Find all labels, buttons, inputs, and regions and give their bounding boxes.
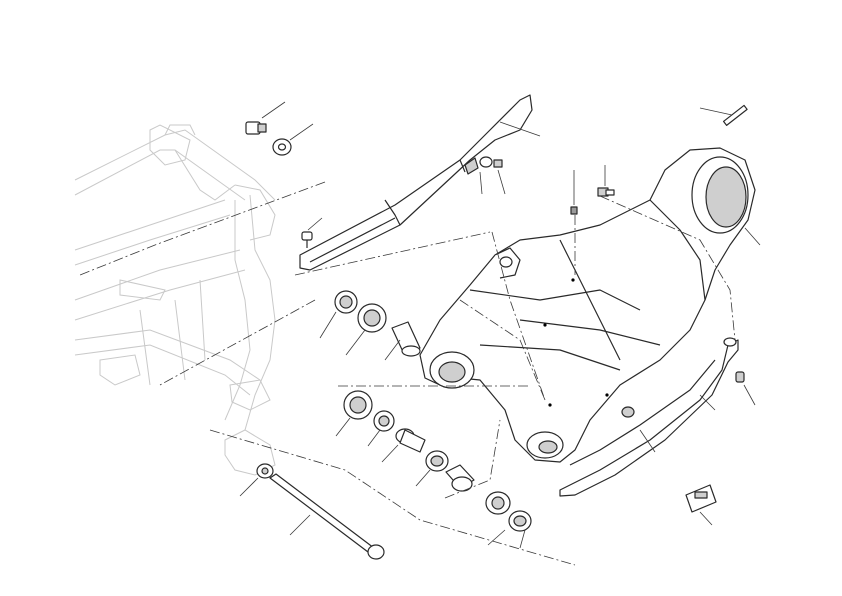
callout-leaders [239,101,761,549]
washer-chain-guard [479,156,503,168]
screw-right [735,371,745,383]
spacer-upper [391,321,421,357]
chain-slider [559,337,739,497]
bolt-mid-right [597,187,615,197]
bearing-lower-1 [343,390,373,420]
sleeve-lower [445,464,475,492]
bolt-top-left [245,121,267,135]
assembly-lines [79,181,736,566]
seal-lower-2 [508,510,532,532]
seal-lower-1 [425,450,449,472]
grease-nipple [570,206,578,215]
chain-guard [299,94,533,271]
bearing-lower-3 [485,491,511,515]
bushing-lower [395,428,426,453]
frame-ghost [74,124,276,476]
washer-top-left [272,138,292,156]
pivot-shaft [256,463,385,560]
bearing-lower-2 [373,410,395,432]
bearing-upper-2 [357,303,387,333]
bearing-upper-1 [334,290,358,314]
screw-top-right [722,104,748,126]
screw-chain-guard [301,231,313,248]
plug-small [621,406,635,418]
label-plate [685,484,717,513]
swingarm [419,147,756,463]
